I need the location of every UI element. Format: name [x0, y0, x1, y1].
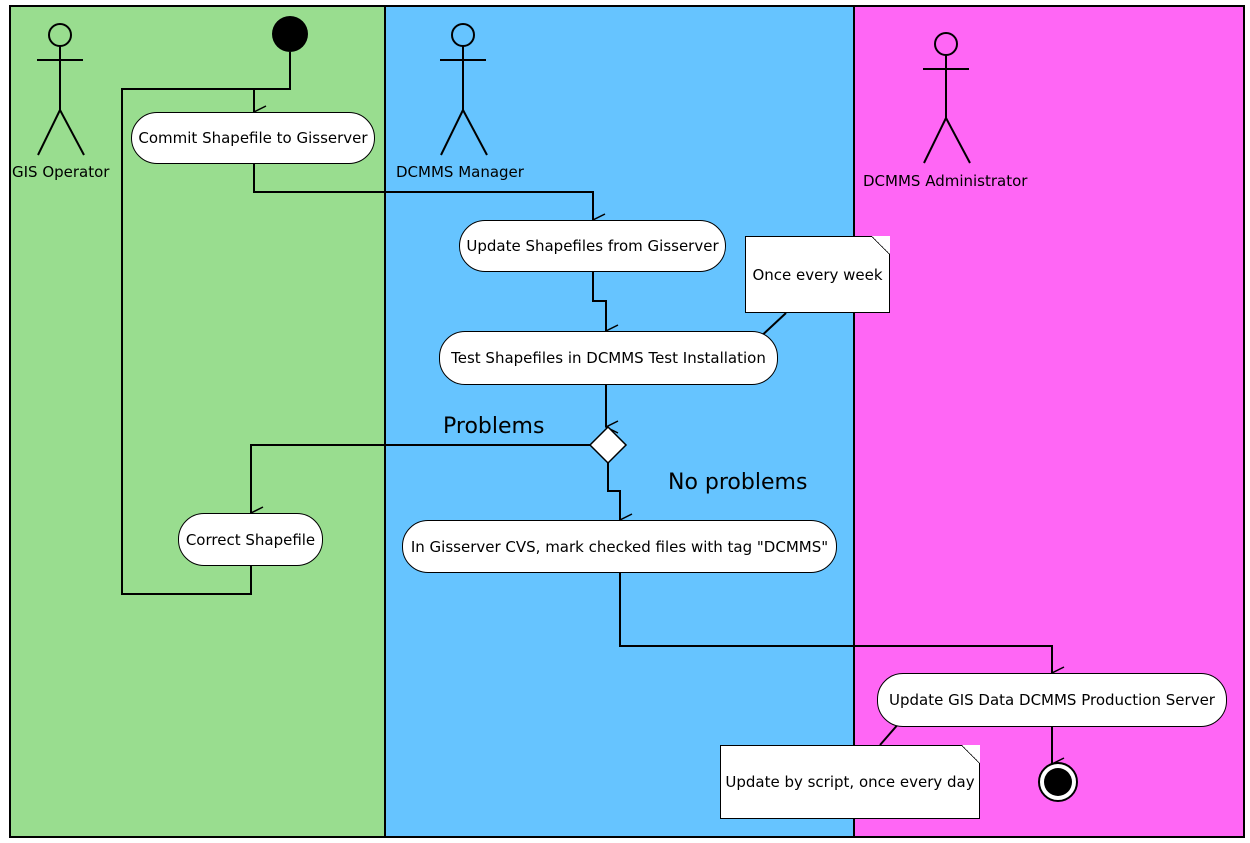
actor-label-dcmms-administrator: DCMMS Administrator	[863, 172, 1028, 190]
note-update-by-script: Update by script, once every day	[720, 745, 980, 819]
actor-label-gis-operator: GIS Operator	[12, 163, 110, 181]
decision-node	[588, 425, 628, 465]
note-once-every-week: Once every week	[745, 236, 890, 313]
initial-node	[272, 16, 308, 52]
actor-label-dcmms-manager: DCMMS Manager	[396, 163, 524, 181]
gis-operator-actor-icon	[37, 23, 85, 156]
final-node	[1038, 762, 1078, 802]
guard-no-problems: No problems	[668, 470, 808, 495]
activity-mark-checked-files[interactable]: In Gisserver CVS, mark checked files wit…	[402, 520, 837, 573]
dcmms-administrator-actor-icon	[923, 32, 971, 164]
guard-problems: Problems	[443, 414, 545, 439]
swimlane-dcmms-manager	[384, 5, 855, 838]
activity-commit-shapefile[interactable]: Commit Shapefile to Gisserver	[131, 112, 375, 164]
activity-correct-shapefile[interactable]: Correct Shapefile	[178, 513, 323, 566]
activity-test-shapefiles[interactable]: Test Shapefiles in DCMMS Test Installati…	[439, 331, 778, 385]
activity-update-production-server[interactable]: Update GIS Data DCMMS Production Server	[877, 673, 1227, 727]
activity-update-shapefiles[interactable]: Update Shapefiles from Gisserver	[459, 220, 726, 272]
dcmms-manager-actor-icon	[440, 23, 488, 156]
